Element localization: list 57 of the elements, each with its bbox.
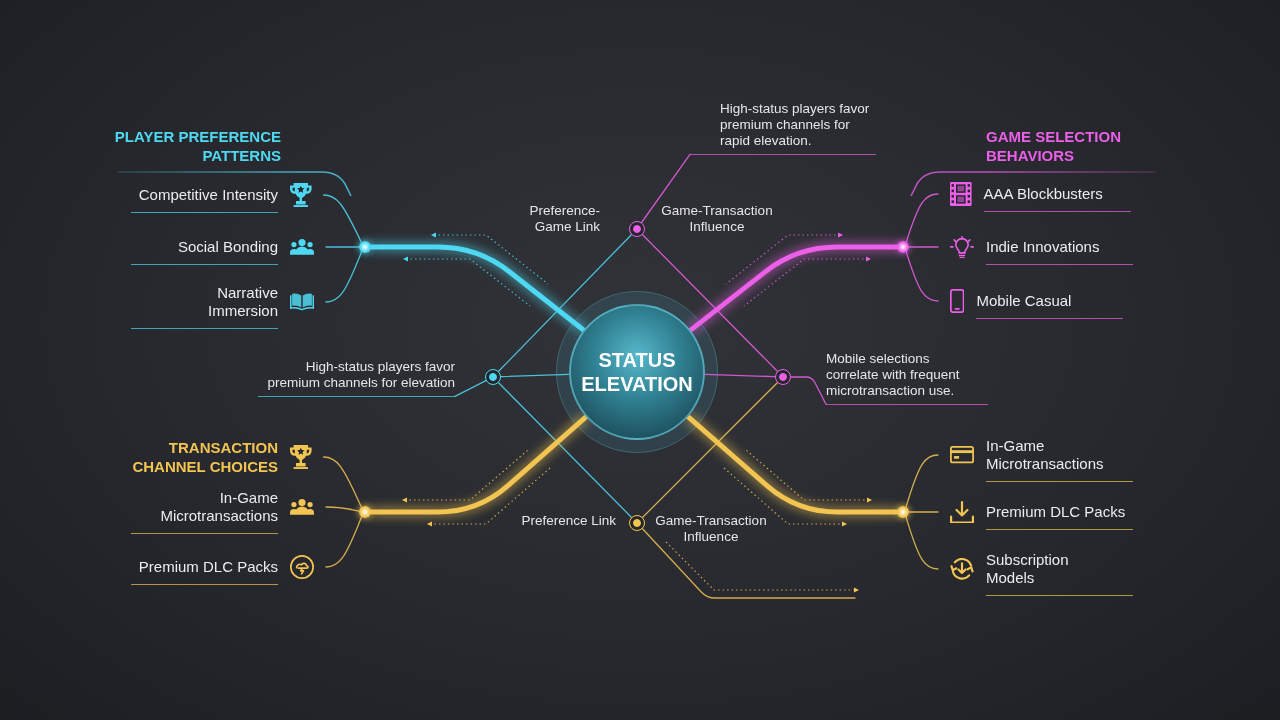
callout-note: High-status players favor premium channels for elevation [258, 359, 455, 397]
connector-line [322, 456, 363, 508]
connector-line [905, 454, 939, 508]
leader-line [454, 379, 487, 397]
junction-label: Game-Transaction Influence [660, 203, 774, 235]
branch-line [368, 414, 589, 515]
callout-note: High-status players favor premium channels for rapid elevation. [690, 101, 876, 155]
group-heading: PLAYER PREFERENCE PATTERNS [113, 127, 281, 165]
connector-line [322, 194, 362, 243]
item-label: Social Bonding [131, 238, 278, 265]
connector-line [642, 382, 778, 518]
junction-dot [629, 515, 645, 531]
hub-dot [897, 506, 909, 518]
connector-line [905, 251, 939, 302]
connector-line [905, 193, 939, 243]
junction-label: Game-Transaction Influence [654, 513, 768, 545]
connector-line [497, 234, 633, 372]
connector-line [325, 506, 360, 512]
item-label: Premium DLC Packs [131, 558, 278, 585]
item-label: In-Game Microtransactions [131, 489, 278, 534]
item-label: Narrative Immersion [131, 284, 278, 329]
junction-dot [775, 369, 791, 385]
item-label: Competitive Intensity [131, 186, 278, 213]
branch-line [685, 414, 900, 515]
hub-dot [897, 241, 909, 253]
junction-dot [485, 369, 501, 385]
connector-line [325, 516, 363, 568]
connector-line [325, 251, 363, 303]
junction-label: Preference-Game Link [528, 203, 600, 235]
leader-line [640, 153, 691, 224]
connector-line [641, 234, 779, 372]
hub-dot [359, 241, 371, 253]
branch-line [688, 244, 900, 333]
connector-line [497, 382, 633, 518]
center-circle [569, 304, 705, 440]
callout-note: Mobile selections correlate with frequent microtransaction use. [826, 351, 988, 405]
hub-dot [359, 506, 371, 518]
group-heading: TRANSACTION CHANNEL CHOICES [131, 438, 278, 476]
group-heading: GAME SELECTION BEHAVIORS [986, 127, 1122, 165]
item-label: Subscription Models [986, 551, 1133, 596]
item-label: AAA Blockbusters [983, 185, 1131, 212]
leader-line [790, 376, 827, 405]
connector-line [500, 373, 570, 378]
connector-line [641, 528, 856, 599]
item-label: Premium DLC Packs [986, 503, 1133, 530]
branch-line [368, 244, 586, 333]
item-label: In-Game Microtransactions [986, 437, 1133, 482]
connector-line [908, 511, 939, 513]
junction-dot [629, 221, 645, 237]
item-label: Mobile Casual [976, 292, 1124, 319]
connector-line [704, 373, 776, 378]
connector-line [325, 246, 360, 248]
connector-line [908, 246, 939, 248]
circle-title: STATUS ELEVATION [580, 348, 694, 396]
connector-line [905, 516, 939, 570]
junction-label: Preference Link [520, 513, 616, 529]
item-label: Indie Innovations [986, 238, 1133, 265]
